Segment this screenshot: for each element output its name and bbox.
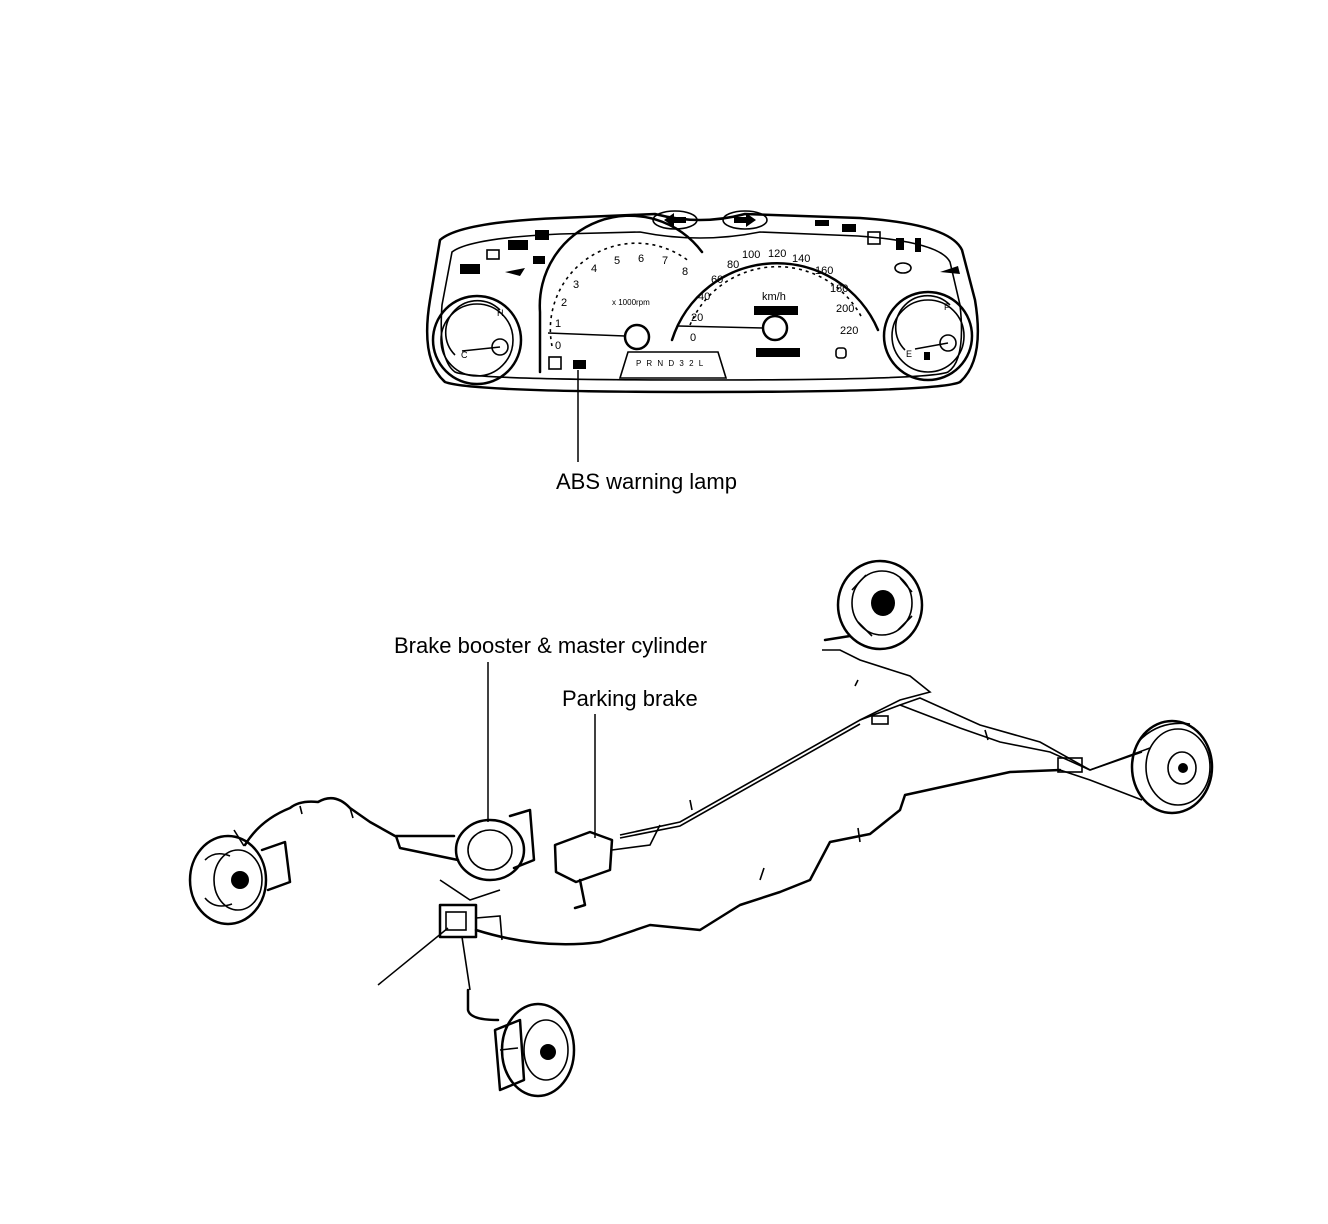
instrument-cluster: H C F E 0 1 2 3 4 5 6 7 8 (425, 210, 980, 394)
fuel-pump-icon (924, 352, 930, 360)
coolant-icon (915, 238, 921, 252)
gear-indicator: P R N D 3 2 L (618, 351, 728, 379)
temp-high-label: H (497, 308, 504, 318)
tach-tick-4: 4 (591, 263, 597, 275)
speed-tick-80: 80 (727, 259, 739, 271)
tach-unit: x 1000rpm (612, 298, 650, 307)
front-left-brake (188, 829, 292, 926)
speed-tick-200: 200 (836, 303, 854, 315)
temp-low-label: C (461, 350, 468, 360)
brake-system (188, 559, 1214, 1098)
temperature-gauge: H C (431, 294, 523, 386)
check-engine-icon (460, 264, 480, 274)
door-ajar-icon (508, 240, 528, 250)
tach-tick-2: 2 (561, 297, 567, 309)
tach-tick-0: 0 (555, 340, 561, 352)
trip-reset-button (835, 347, 847, 359)
tach-tick-8: 8 (682, 266, 688, 278)
seatbelt-icon (535, 230, 549, 240)
brake-booster-label: Brake booster & master cylinder (394, 633, 708, 658)
fuel-full-label: F (944, 302, 950, 312)
low-fuel-icon (815, 220, 829, 226)
odometer-display (754, 306, 798, 315)
speedometer: km/h 0 20 40 60 80 100 120 140 160 180 2… (670, 248, 880, 359)
airbag-icon (940, 266, 960, 274)
tach-tick-6: 6 (638, 253, 644, 265)
speed-tick-160: 160 (815, 265, 833, 277)
abs-unit-leader-line (377, 927, 449, 986)
speed-tick-60: 60 (711, 274, 723, 286)
speed-tick-120: 120 (768, 248, 786, 260)
fuel-gauge: F E (882, 290, 974, 382)
speed-tick-20: 20 (691, 312, 703, 324)
speed-tick-40: 40 (698, 291, 710, 303)
brake-lines (243, 649, 1151, 1022)
washer-icon (896, 238, 904, 250)
fog-lamp-icon (894, 262, 912, 274)
battery-icon (486, 249, 500, 260)
hold-indicator-icon (548, 356, 562, 370)
abs-warning-lamp (548, 356, 586, 370)
tach-tick-7: 7 (662, 255, 668, 267)
rear-right-brake (1130, 719, 1214, 815)
parking-brake-lever (553, 824, 661, 910)
speed-tick-100: 100 (742, 249, 760, 261)
speed-tick-180: 180 (830, 283, 848, 295)
tach-tick-5: 5 (614, 255, 620, 267)
high-beam-icon (867, 231, 881, 245)
parking-brake-label: Parking brake (562, 686, 698, 711)
right-turn-signal-icon (722, 210, 768, 230)
speed-unit: km/h (762, 291, 786, 303)
tachometer: 0 1 2 3 4 5 6 7 8 x 1000rpm (538, 214, 704, 374)
rear-left-brake (823, 559, 924, 651)
abs-warning-lamp-label: ABS warning lamp (556, 469, 737, 494)
gear-positions: P R N D 3 2 L (636, 359, 705, 368)
front-right-brake (493, 1002, 576, 1098)
speed-tick-220: 220 (840, 325, 858, 337)
headlamp-icon (533, 256, 545, 264)
right-warning-icons (815, 220, 960, 274)
trip-display (756, 348, 800, 357)
brake-warning-icon (842, 224, 856, 232)
abs-hydraulic-unit (438, 903, 503, 941)
fuel-empty-label: E (906, 349, 912, 359)
brake-booster-master-cylinder (394, 808, 536, 901)
oil-pressure-icon (505, 268, 525, 276)
left-warning-icons (460, 230, 549, 276)
speed-tick-0: 0 (690, 332, 696, 344)
speed-tick-140: 140 (792, 253, 810, 265)
tach-tick-3: 3 (573, 279, 579, 291)
tach-tick-1: 1 (555, 318, 561, 330)
